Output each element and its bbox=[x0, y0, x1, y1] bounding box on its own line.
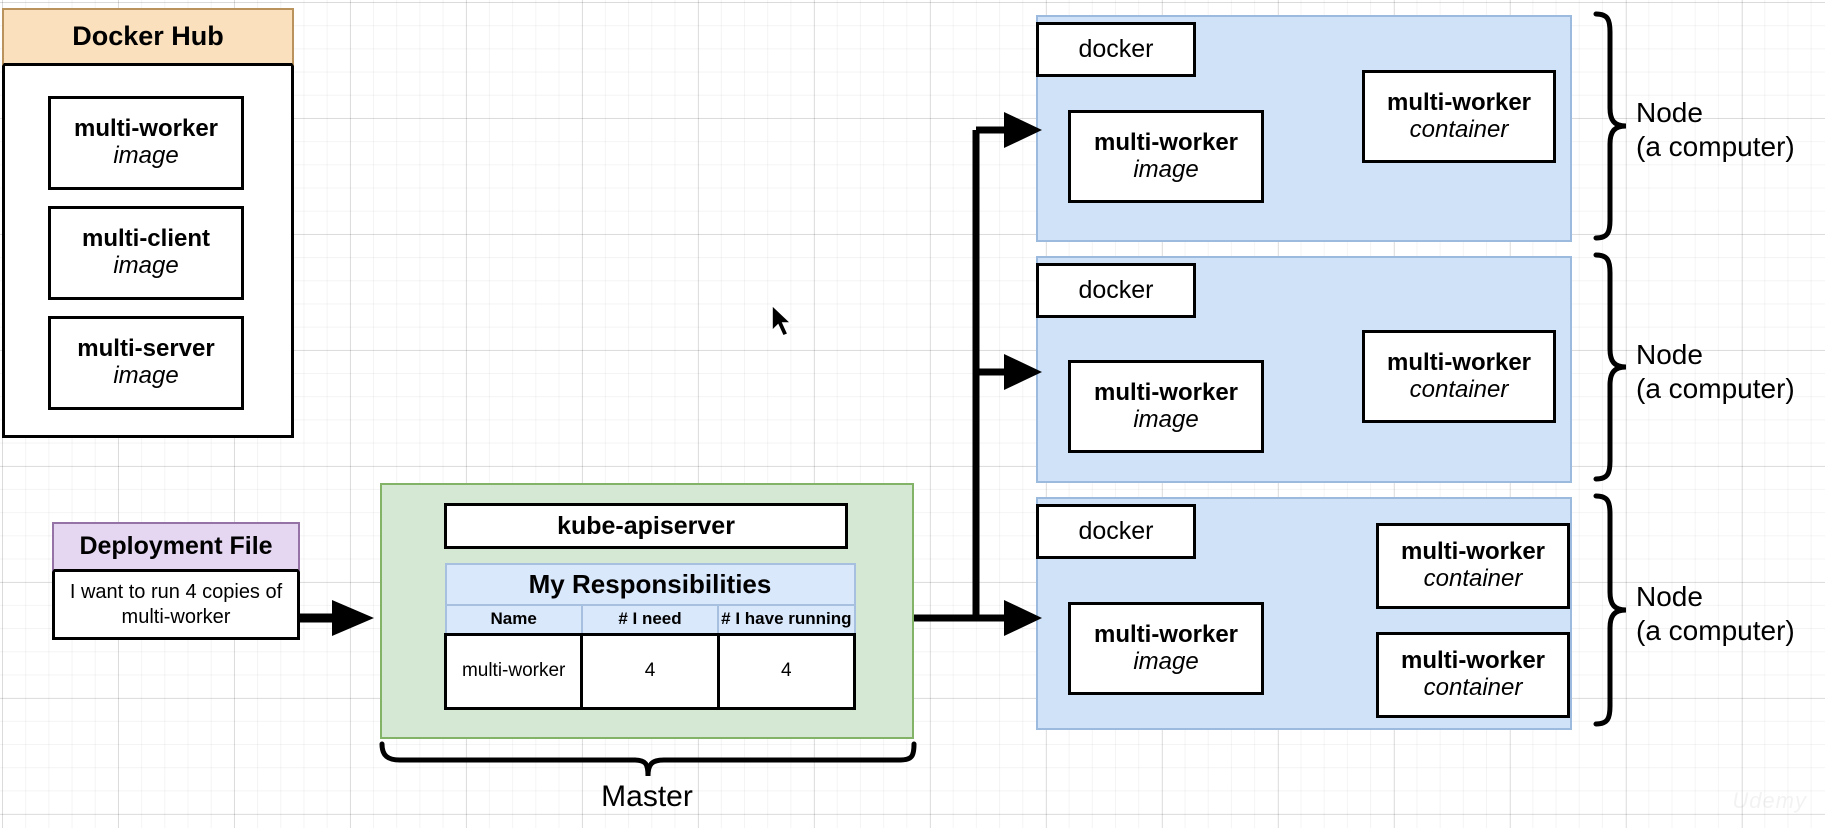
container-name: multi-worker bbox=[1386, 88, 1532, 116]
responsibilities-table: My Responsibilities Name # I need # I ha… bbox=[443, 563, 857, 711]
docker-label: docker bbox=[1078, 517, 1154, 545]
docker-runtime-box-1[interactable]: docker bbox=[1036, 22, 1196, 77]
container-name: multi-worker bbox=[1386, 348, 1532, 376]
kube-apiserver-box[interactable]: kube-apiserver bbox=[444, 503, 848, 549]
kube-apiserver-label: kube-apiserver bbox=[557, 512, 735, 540]
node-label-line2: (a computer) bbox=[1636, 130, 1795, 162]
column-header-needed: # I need bbox=[580, 603, 720, 636]
image-kind: image bbox=[113, 252, 179, 279]
brace-master bbox=[379, 741, 917, 777]
docker-hub-image-1[interactable]: multi-client image bbox=[48, 206, 244, 300]
responsibilities-table-wrapper: My Responsibilities Name # I need # I ha… bbox=[443, 563, 857, 711]
docker-hub-image-2[interactable]: multi-server image bbox=[48, 316, 244, 410]
container-kind: container bbox=[1423, 674, 1523, 701]
docker-label: docker bbox=[1078, 35, 1154, 63]
node-label-2: Node (a computer) bbox=[1636, 338, 1795, 405]
brace-node-3 bbox=[1593, 493, 1627, 727]
image-name: multi-server bbox=[77, 335, 215, 363]
image-name: multi-worker bbox=[1093, 378, 1239, 406]
container-kind: container bbox=[1409, 375, 1509, 403]
node-3-image[interactable]: multi-worker image bbox=[1068, 602, 1264, 695]
cell-name: multi-worker bbox=[443, 632, 584, 711]
container-name: multi-worker bbox=[1400, 647, 1546, 675]
node-3-container-0[interactable]: multi-worker container bbox=[1376, 523, 1570, 609]
image-kind: image bbox=[113, 362, 179, 389]
table-row: multi-worker 4 4 bbox=[443, 632, 857, 711]
image-kind: image bbox=[1133, 405, 1199, 433]
arrow-master-to-nodes bbox=[914, 112, 1042, 636]
column-header-running: # I have running bbox=[717, 603, 856, 636]
udemy-watermark: Udemy bbox=[1732, 788, 1807, 813]
docker-hub-title: Docker Hub bbox=[72, 21, 224, 51]
node-label-line1: Node bbox=[1636, 339, 1703, 370]
image-name: multi-worker bbox=[1093, 128, 1239, 156]
deployment-file-header: Deployment File bbox=[52, 522, 300, 572]
brace-node-2 bbox=[1593, 252, 1627, 482]
container-name: multi-worker bbox=[1400, 538, 1546, 566]
image-name: multi-worker bbox=[73, 115, 219, 143]
node-1-image[interactable]: multi-worker image bbox=[1068, 110, 1264, 203]
table-title: My Responsibilities bbox=[444, 563, 856, 606]
docker-runtime-box-2[interactable]: docker bbox=[1036, 263, 1196, 318]
docker-hub-header: Docker Hub bbox=[2, 8, 294, 66]
deployment-file-body[interactable]: I want to run 4 copies of multi-worker bbox=[52, 572, 300, 640]
docker-runtime-box-3[interactable]: docker bbox=[1036, 504, 1196, 559]
arrow-deployment-to-master bbox=[300, 600, 374, 636]
container-kind: container bbox=[1409, 115, 1509, 143]
deployment-file-title: Deployment File bbox=[79, 532, 273, 560]
deployment-file-text: I want to run 4 copies of multi-worker bbox=[69, 581, 283, 628]
node-3-container-1[interactable]: multi-worker container bbox=[1376, 632, 1570, 718]
image-name: multi-client bbox=[81, 225, 210, 253]
node-label-line1: Node bbox=[1636, 581, 1703, 612]
docker-hub-image-0[interactable]: multi-worker image bbox=[48, 96, 244, 190]
node-2-image[interactable]: multi-worker image bbox=[1068, 360, 1264, 453]
image-kind: image bbox=[113, 142, 179, 169]
master-label: Master bbox=[601, 780, 693, 813]
cell-running: 4 bbox=[716, 632, 857, 711]
node-label-line2: (a computer) bbox=[1636, 614, 1795, 646]
image-kind: image bbox=[1133, 647, 1199, 675]
node-2-container-0[interactable]: multi-worker container bbox=[1362, 330, 1556, 423]
container-kind: container bbox=[1423, 565, 1523, 592]
node-label-3: Node (a computer) bbox=[1636, 580, 1795, 647]
node-label-1: Node (a computer) bbox=[1636, 96, 1795, 163]
node-label-line2: (a computer) bbox=[1636, 372, 1795, 404]
node-label-line1: Node bbox=[1636, 97, 1703, 128]
image-kind: image bbox=[1133, 155, 1199, 183]
column-header-name: Name bbox=[444, 603, 583, 636]
node-1-container-0[interactable]: multi-worker container bbox=[1362, 70, 1556, 163]
brace-node-1 bbox=[1593, 11, 1627, 241]
docker-label: docker bbox=[1078, 276, 1154, 304]
cell-needed: 4 bbox=[580, 632, 720, 711]
image-name: multi-worker bbox=[1093, 620, 1239, 648]
